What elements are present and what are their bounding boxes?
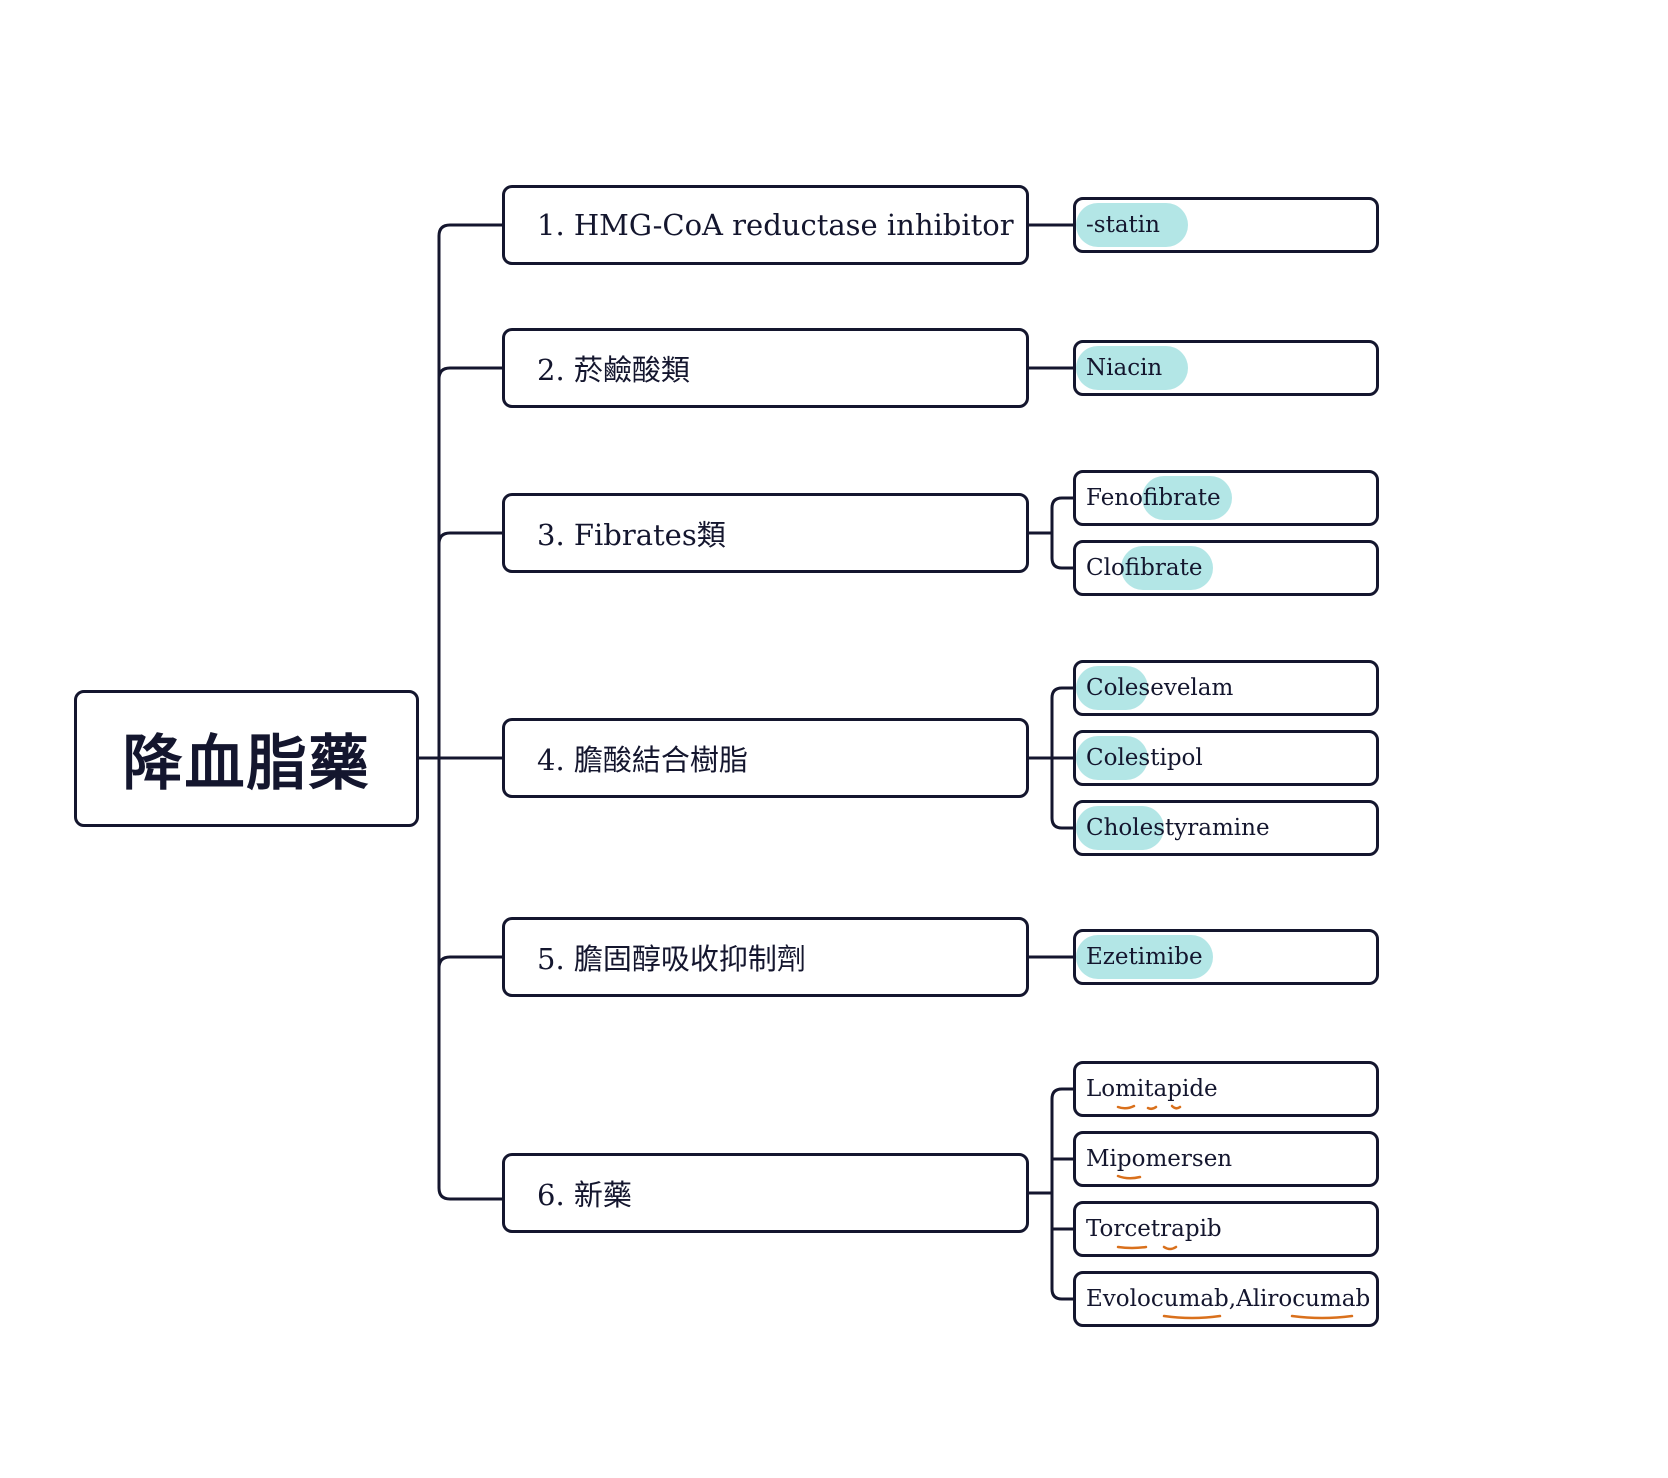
drug-label: -statin <box>1086 212 1160 238</box>
handwritten-underline-mark <box>1116 1104 1182 1111</box>
handwritten-underline-mark <box>1116 1174 1142 1180</box>
category-node-6[interactable]: 6. 新藥 <box>502 1153 1029 1233</box>
drug-label: Ezetimibe <box>1086 944 1203 970</box>
drug-label: Colesevelam <box>1086 675 1234 701</box>
drug-node-torcetrapib[interactable]: Torcetrapib <box>1073 1201 1379 1257</box>
category-node-2[interactable]: 2. 菸鹼酸類 <box>502 328 1029 408</box>
drug-label: Mipomersen <box>1086 1146 1233 1172</box>
category-label: 5. 膽固醇吸收抑制劑 <box>537 942 806 976</box>
root-node[interactable]: 降血脂藥 <box>74 690 419 827</box>
drug-node-colesevelam[interactable]: Colesevelam <box>1073 660 1379 716</box>
drug-label: Torcetrapib <box>1086 1216 1222 1242</box>
drug-node-evolocumab-alirocumab[interactable]: Evolocumab,Alirocumab <box>1073 1271 1379 1327</box>
drug-label: Evolocumab,Alirocumab <box>1086 1286 1371 1312</box>
category-label: 6. 新藥 <box>537 1178 632 1212</box>
handwritten-underline-mark <box>1162 1314 1354 1320</box>
drug-label: Cholestyramine <box>1086 815 1270 841</box>
category-label: 1. HMG-CoA reductase inhibitor <box>537 208 1014 242</box>
category-node-5[interactable]: 5. 膽固醇吸收抑制劑 <box>502 917 1029 997</box>
drug-node-fenofibrate[interactable]: Fenofibrate <box>1073 470 1379 526</box>
highlight-mark <box>1076 935 1213 979</box>
drug-node-statin[interactable]: -statin <box>1073 197 1379 253</box>
category-label: 2. 菸鹼酸類 <box>537 353 690 387</box>
handwritten-underline-mark <box>1116 1245 1178 1251</box>
category-label: 4. 膽酸結合樹脂 <box>537 743 748 777</box>
drug-node-lomitapide[interactable]: Lomitapide <box>1073 1061 1379 1117</box>
drug-label: Colestipol <box>1086 745 1203 771</box>
drug-node-clofibrate[interactable]: Clofibrate <box>1073 540 1379 596</box>
drug-label: Fenofibrate <box>1086 485 1221 511</box>
root-label: 降血脂藥 <box>122 729 371 799</box>
highlight-mark <box>1076 203 1188 247</box>
drug-node-ezetimibe[interactable]: Ezetimibe <box>1073 929 1379 985</box>
drug-node-niacin[interactable]: Niacin <box>1073 340 1379 396</box>
highlight-mark <box>1142 476 1232 520</box>
category-node-1[interactable]: 1. HMG-CoA reductase inhibitor <box>502 185 1029 265</box>
drug-label: Niacin <box>1086 355 1163 381</box>
highlight-mark <box>1076 736 1148 780</box>
drug-node-cholestyramine[interactable]: Cholestyramine <box>1073 800 1379 856</box>
drug-label: Lomitapide <box>1086 1076 1218 1102</box>
highlight-mark <box>1121 546 1213 590</box>
drug-label: Clofibrate <box>1086 555 1203 581</box>
category-node-3[interactable]: 3. Fibrates類 <box>502 493 1029 573</box>
highlight-mark <box>1076 346 1188 390</box>
drug-node-colestipol[interactable]: Colestipol <box>1073 730 1379 786</box>
category-label: 3. Fibrates類 <box>537 518 726 552</box>
category-node-4[interactable]: 4. 膽酸結合樹脂 <box>502 718 1029 798</box>
highlight-mark <box>1076 666 1148 710</box>
highlight-mark <box>1076 806 1164 850</box>
drug-node-mipomersen[interactable]: Mipomersen <box>1073 1131 1379 1187</box>
